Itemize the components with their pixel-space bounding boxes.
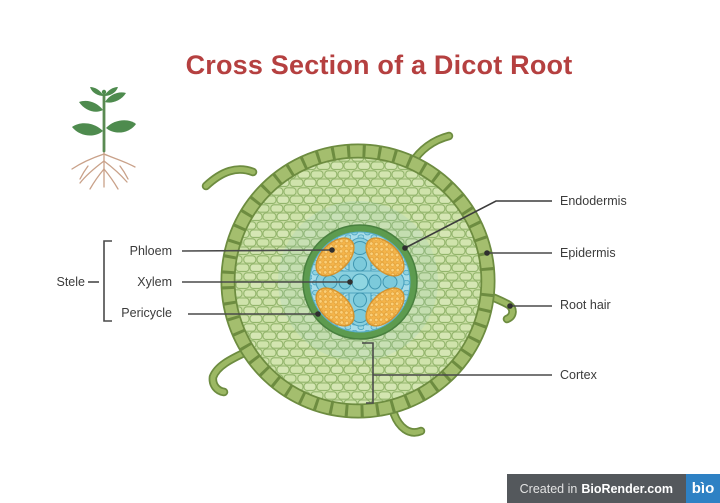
biorender-logo-icon: bìo	[686, 474, 720, 503]
phloem-line	[181, 249, 333, 252]
cortex-bracket-line	[362, 342, 374, 404]
label-pericycle: Pericycle	[121, 306, 172, 320]
watermark-text: Created in BioRender.com	[506, 474, 686, 503]
biorender-brand-text: BioRender.com	[581, 481, 673, 496]
label-endodermis: Endodermis	[560, 194, 627, 208]
epidermis-ring	[222, 145, 494, 417]
root-cross-section	[201, 131, 517, 437]
created-in-text: Created in	[519, 481, 578, 496]
label-xylem: Xylem	[137, 275, 172, 289]
plant-icon	[71, 87, 136, 190]
phloem-bundles	[315, 237, 405, 327]
label-phloem: Phloem	[129, 244, 172, 258]
stele-bracket	[103, 240, 112, 322]
endodermis-line	[404, 200, 552, 249]
leader-lines	[88, 200, 552, 404]
watermark-bar: Created in BioRender.com bìo	[506, 474, 720, 503]
label-root-hair: Root hair	[560, 298, 611, 312]
page-title: Cross Section of a Dicot Root	[185, 50, 573, 80]
stele-region	[302, 224, 418, 340]
plant-leaves	[72, 87, 136, 136]
leader-dots	[315, 245, 513, 317]
plant-roots	[71, 150, 136, 190]
label-epidermis: Epidermis	[560, 246, 616, 260]
label-stele: Stele	[56, 275, 86, 289]
label-cortex: Cortex	[560, 368, 597, 382]
xylem-cross	[315, 237, 405, 327]
